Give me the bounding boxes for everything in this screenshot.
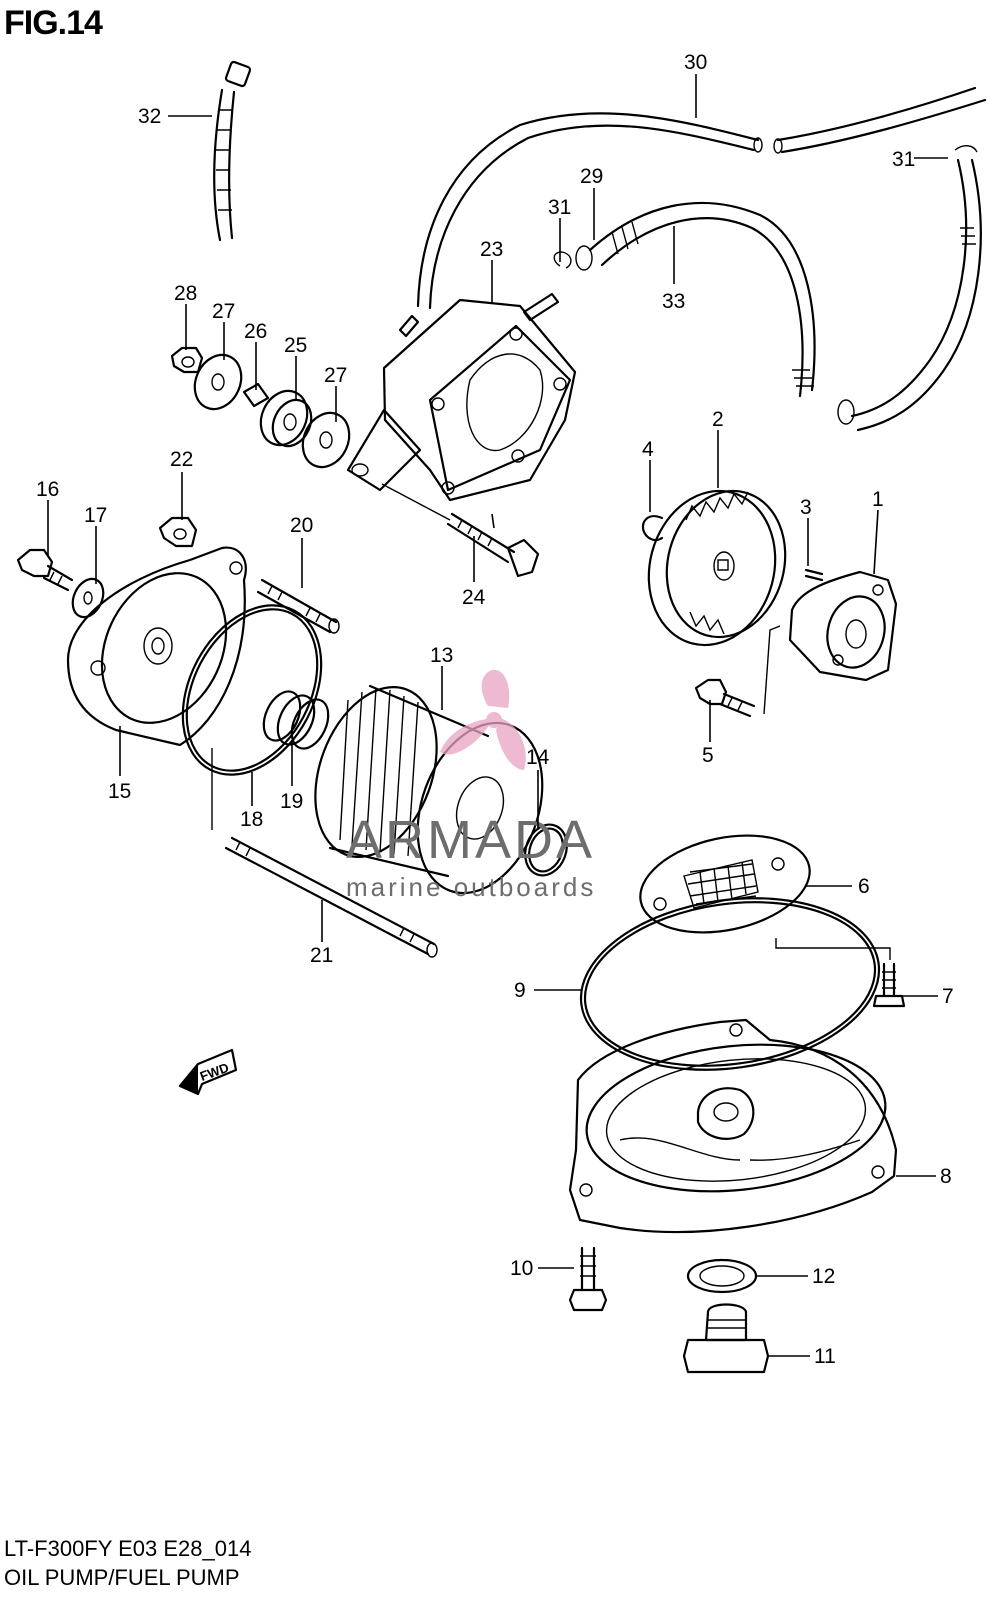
part-21-stud: [211, 748, 438, 958]
part-25-grommet: [259, 389, 313, 448]
part-4-circlip: [641, 515, 664, 542]
fwd-arrow-icon: FWD: [178, 1048, 238, 1096]
callout-6: 6: [858, 875, 870, 898]
part-27b-washer: [301, 411, 351, 469]
part-30-fuel-hose: [416, 86, 987, 310]
part-10-bolt: [568, 1246, 608, 1312]
callout-17: 17: [84, 504, 107, 527]
callout-23: 23: [480, 238, 503, 261]
part-14-o-ring: [524, 823, 568, 877]
part-3-pin: [804, 568, 824, 582]
part-12-gasket: [686, 1258, 758, 1294]
part-7-bolt: [775, 938, 906, 1008]
callout-5: 5: [702, 744, 714, 767]
watermark-tagline: marine outboards: [346, 872, 596, 902]
callout-2: 2: [712, 408, 724, 431]
part-6-oil-strainer: [639, 834, 811, 934]
part-26-collar: [242, 382, 270, 408]
part-33-fuel-hose: [553, 145, 982, 432]
part-2-gear: [647, 489, 787, 647]
part-11-drain-plug: [682, 1303, 770, 1374]
callout-3: 3: [800, 496, 812, 519]
callout-4: 4: [642, 438, 654, 461]
callout-26: 26: [244, 320, 267, 343]
diagram-caption: OIL PUMP/FUEL PUMP: [4, 1565, 240, 1590]
callout-15: 15: [108, 780, 131, 803]
callout-30: 30: [684, 51, 707, 74]
callout-28: 28: [174, 282, 197, 305]
part-22-nut: [158, 516, 198, 548]
part-27-washer: [193, 353, 243, 411]
callout-numbers: 32 30 31 29 31 23 33 28 27 26 25 27 22 1…: [36, 51, 954, 1368]
part-19-spring: [262, 690, 330, 750]
callout-16: 16: [36, 478, 59, 501]
callout-7: 7: [942, 985, 954, 1008]
callout-31-left: 31: [548, 196, 571, 219]
part-9-o-ring: [579, 897, 881, 1071]
callout-32: 32: [138, 105, 161, 128]
callout-29: 29: [580, 165, 603, 188]
callout-21: 21: [310, 944, 333, 967]
watermark-logo: [440, 669, 526, 770]
part-16-bolt: [16, 548, 74, 592]
callout-10: 10: [510, 1257, 533, 1280]
callout-19: 19: [280, 790, 303, 813]
callout-13: 13: [430, 644, 453, 667]
callout-25: 25: [284, 334, 307, 357]
callout-20: 20: [290, 514, 313, 537]
callout-24: 24: [462, 586, 486, 609]
fwd-label: FWD: [198, 1060, 231, 1084]
callout-22: 22: [170, 448, 193, 471]
part-24-bolt: [381, 483, 540, 578]
callout-18: 18: [240, 808, 263, 831]
model-code: LT-F300FY E03 E28_014: [4, 1536, 252, 1561]
part-8-oil-pan: [568, 1018, 898, 1234]
callout-31-right: 31: [892, 148, 915, 171]
watermark-brand: ARMADA: [346, 810, 595, 870]
callout-9: 9: [514, 979, 526, 1002]
part-20-stud: [256, 578, 340, 634]
part-13-oil-filter: [314, 684, 544, 895]
part-28-nut: [170, 346, 204, 374]
part-5-bolt: [694, 625, 781, 718]
callout-27-top: 27: [212, 300, 235, 323]
callout-27-bottom: 27: [324, 364, 347, 387]
part-32-cable-tie: [213, 60, 252, 242]
callout-11: 11: [814, 1345, 836, 1368]
part-1-oil-pump: [788, 570, 898, 682]
leader-lines: [47, 74, 948, 1357]
callout-1: 1: [872, 488, 884, 511]
callout-8: 8: [940, 1165, 952, 1188]
callout-12: 12: [812, 1265, 835, 1288]
figure-title: FIG.14: [4, 4, 103, 42]
part-15-filter-cover: [66, 546, 247, 747]
callout-14: 14: [526, 746, 550, 769]
callout-33: 33: [662, 290, 685, 313]
part-23-fuel-pump: [346, 292, 577, 502]
